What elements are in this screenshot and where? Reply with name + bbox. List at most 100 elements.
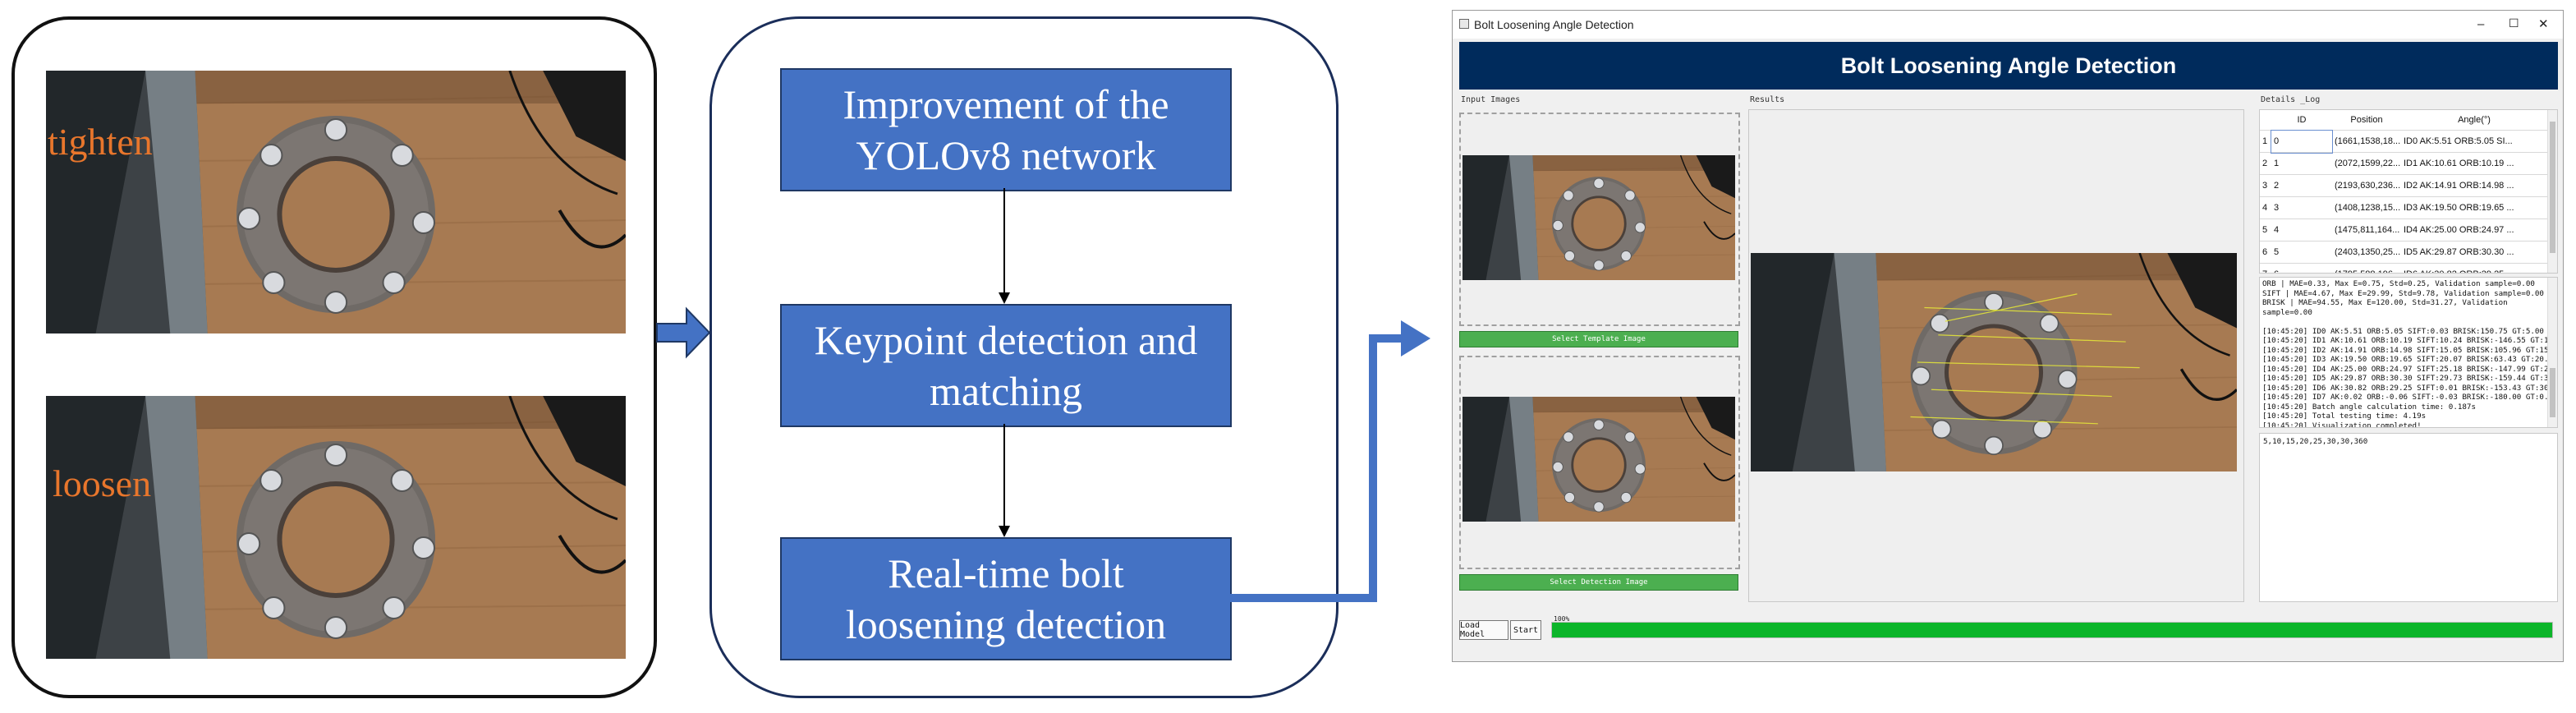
cell-position[interactable]: (2072,1599,22... bbox=[2332, 152, 2401, 175]
table-scrollbar[interactable] bbox=[2547, 110, 2557, 273]
input-images-label: Input Images bbox=[1461, 95, 1521, 104]
start-button[interactable]: Start bbox=[1510, 620, 1541, 640]
log-line: [10:45:20] ID7 AK:0.02 ORB:-0.06 SIFT:-0… bbox=[2262, 393, 2558, 402]
minimize-button[interactable]: – bbox=[2477, 17, 2485, 31]
tightened-flange-photo: tighten bbox=[46, 71, 626, 334]
select-template-button[interactable]: Select Template Image bbox=[1459, 331, 1738, 347]
cell-position[interactable]: (2193,630,236... bbox=[2332, 174, 2401, 197]
cell-angle[interactable]: ID6 AK:30.82 ORB:29.25 ... bbox=[2401, 263, 2547, 273]
log-line: [10:45:20] ID6 AK:30.82 ORB:29.25 SIFT:0… bbox=[2262, 383, 2558, 393]
log-scrollbar[interactable] bbox=[2547, 278, 2557, 427]
cell-angle[interactable]: ID1 AK:10.61 ORB:10.19 ... bbox=[2401, 152, 2547, 175]
log-line: BRISK | MAE=94.55, Max E=120.00, Std=31.… bbox=[2262, 298, 2508, 307]
cell-id[interactable]: 1 bbox=[2271, 152, 2332, 175]
progress-text: 100% bbox=[1554, 615, 1570, 623]
step-2-line-2: matching bbox=[929, 368, 1083, 414]
cell-id[interactable]: 4 bbox=[2271, 218, 2332, 242]
log-line: [10:45:20] ID0 AK:5.51 ORB:5.05 SIFT:0.0… bbox=[2262, 326, 2544, 336]
close-button[interactable]: ✕ bbox=[2538, 17, 2549, 31]
cell-angle[interactable]: ID2 AK:14.91 ORB:14.98 ... bbox=[2401, 174, 2547, 197]
log-line: [10:45:20] ID4 AK:25.00 ORB:24.97 SIFT:2… bbox=[2262, 364, 2558, 374]
row-number: 4 bbox=[2260, 196, 2271, 219]
log-line: [10:45:20] ID3 AK:19.50 ORB:19.65 SIFT:2… bbox=[2262, 355, 2558, 364]
progress-bar: 100% bbox=[1551, 615, 2553, 638]
step-3-line-1: Real-time bolt bbox=[888, 550, 1124, 596]
log-line: [10:45:20] ID5 AK:29.87 ORB:30.30 SIFT:2… bbox=[2262, 374, 2558, 383]
ground-truth-input[interactable]: 5,10,15,20,25,30,30,360 bbox=[2259, 433, 2558, 602]
cell-angle[interactable]: ID4 AK:25.00 ORB:24.97 ... bbox=[2401, 218, 2547, 242]
tighten-label: tighten bbox=[48, 121, 153, 163]
ground-truth-text: 5,10,15,20,25,30,30,360 bbox=[2263, 437, 2368, 446]
detection-image bbox=[1462, 397, 1735, 522]
select-detection-button[interactable]: Select Detection Image bbox=[1459, 574, 1738, 591]
cell-position[interactable]: (1408,1238,15... bbox=[2332, 196, 2401, 219]
input-photos-panel: tighten loosen bbox=[11, 16, 657, 698]
template-image-box[interactable] bbox=[1459, 113, 1740, 326]
step-realtime-detection: Real-time bolt loosening detection bbox=[780, 537, 1232, 660]
cell-id[interactable]: 6 bbox=[2271, 263, 2332, 273]
log-line: [10:45:20] ID2 AK:14.91 ORB:14.98 SIFT:1… bbox=[2262, 345, 2558, 355]
cell-id[interactable]: 2 bbox=[2271, 174, 2332, 197]
cell-id[interactable]: 3 bbox=[2271, 196, 2332, 219]
row-number: 6 bbox=[2260, 241, 2271, 264]
log-panel[interactable]: ORB | MAE=0.33, Max E=0.75, Std=0.25, Va… bbox=[2259, 277, 2558, 428]
template-image bbox=[1462, 155, 1735, 280]
cell-angle[interactable]: ID5 AK:29.87 ORB:30.30 ... bbox=[2401, 241, 2547, 264]
results-label: Results bbox=[1750, 95, 1785, 104]
step-1-line-2: YOLOv8 network bbox=[856, 132, 1156, 178]
cell-id[interactable]: 0 bbox=[2271, 129, 2333, 154]
log-line: [10:45:20] Total testing time: 4.19s bbox=[2262, 412, 2427, 421]
details-log-label: Details _Log bbox=[2261, 95, 2321, 104]
log-line: ORB | MAE=0.33, Max E=0.75, Std=0.25, Va… bbox=[2262, 279, 2535, 288]
cell-position[interactable]: (1661,1538,18... bbox=[2332, 130, 2401, 153]
step-keypoint-matching: Keypoint detection and matching bbox=[780, 304, 1232, 427]
cell-angle[interactable]: ID0 AK:5.51 ORB:5.05 SI... bbox=[2401, 130, 2547, 153]
log-text: ORB | MAE=0.33, Max E=0.75, Std=0.25, Va… bbox=[2262, 279, 2558, 428]
loosen-label: loosen bbox=[53, 462, 152, 504]
log-scroll-thumb[interactable] bbox=[2550, 368, 2555, 417]
cell-position[interactable]: (1475,811,164... bbox=[2332, 218, 2401, 242]
log-line: SIFT | MAE=4.67, Max E=29.99, Std=9.78, … bbox=[2262, 288, 2544, 298]
cell-id[interactable]: 5 bbox=[2271, 241, 2332, 264]
table-header-row: ID Position Angle(°) bbox=[2260, 110, 2547, 131]
row-number: 7 bbox=[2260, 263, 2271, 273]
results-image bbox=[1751, 253, 2237, 472]
app-banner: Bolt Loosening Angle Detection bbox=[1459, 42, 2558, 90]
step-1-line-1: Improvement of the bbox=[843, 81, 1169, 127]
load-model-button[interactable]: Load Model bbox=[1459, 620, 1508, 640]
app-icon bbox=[1459, 19, 1469, 29]
log-line: [10:45:20] Visualization completed! bbox=[2262, 421, 2422, 428]
row-number: 1 bbox=[2260, 130, 2271, 153]
cell-position[interactable]: (2403,1350,25... bbox=[2332, 241, 2401, 264]
log-line: [10:45:20] ID1 AK:10.61 ORB:10.19 SIFT:1… bbox=[2262, 336, 2558, 345]
table-scroll-thumb[interactable] bbox=[2550, 122, 2555, 253]
column-header-id[interactable]: ID bbox=[2271, 110, 2332, 131]
detection-image-box[interactable] bbox=[1459, 356, 1740, 569]
row-number: 5 bbox=[2260, 218, 2271, 242]
step-3-line-2: loosening detection bbox=[845, 601, 1167, 647]
app-window: Bolt Loosening Angle Detection – ☐ ✕ Bol… bbox=[1452, 10, 2564, 662]
column-header-position[interactable]: Position bbox=[2332, 110, 2401, 131]
cell-position[interactable]: (1795,588,196... bbox=[2332, 263, 2401, 273]
banner-title: Bolt Loosening Angle Detection bbox=[1840, 53, 2177, 78]
table-row[interactable]: 76(1795,588,196...ID6 AK:30.82 ORB:29.25… bbox=[2260, 263, 2547, 273]
cell-angle[interactable]: ID3 AK:19.50 ORB:19.65 ... bbox=[2401, 196, 2547, 219]
log-line: sample=0.00 bbox=[2262, 307, 2312, 317]
column-header-angle[interactable]: Angle(°) bbox=[2401, 110, 2547, 131]
results-panel bbox=[1748, 109, 2244, 602]
loosened-flange-photo: loosen bbox=[46, 396, 626, 659]
row-number: 2 bbox=[2260, 152, 2271, 175]
log-line: [10:45:20] Batch angle calculation time:… bbox=[2262, 402, 2476, 412]
maximize-button[interactable]: ☐ bbox=[2509, 16, 2519, 30]
window-title: Bolt Loosening Angle Detection bbox=[1474, 18, 1634, 31]
step-2-line-1: Keypoint detection and bbox=[814, 317, 1198, 363]
right-arrow-icon bbox=[656, 306, 711, 359]
